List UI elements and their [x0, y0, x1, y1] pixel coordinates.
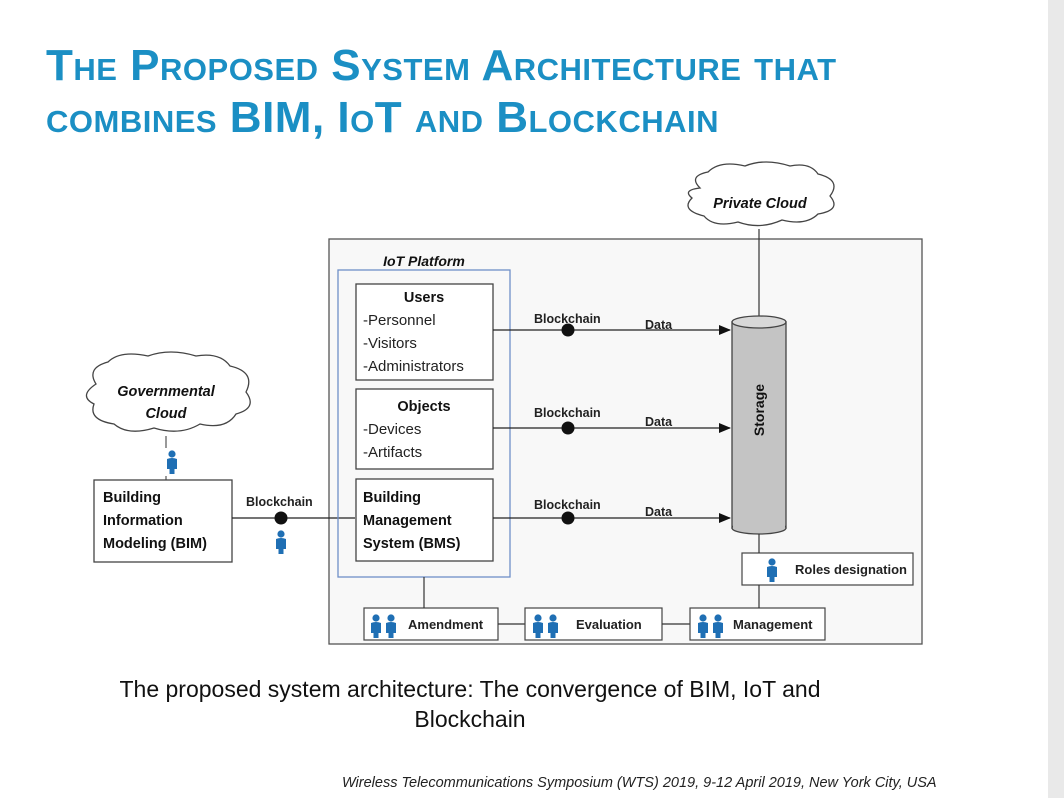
management-label: Management	[733, 617, 813, 632]
objects-item-devices: -Devices	[363, 421, 421, 438]
bms-blockchain-node	[561, 511, 575, 525]
bms-label-2: Management	[363, 513, 452, 529]
bim-blockchain-label: Blockchain	[246, 495, 313, 509]
bim-label-3: Modeling (BIM)	[103, 536, 207, 552]
objects-title: Objects	[397, 399, 450, 415]
users-blockchain-node	[561, 323, 575, 337]
users-blockchain-label: Blockchain	[534, 312, 601, 326]
private-cloud-label: Private Cloud	[713, 196, 808, 212]
users-data-label: Data	[645, 318, 673, 332]
users-box	[355, 283, 494, 381]
objects-blockchain-label: Blockchain	[534, 406, 601, 420]
slide-edge	[1048, 0, 1064, 798]
roles-designation-label: Roles designation	[795, 562, 907, 577]
bim-label-1: Building	[103, 490, 161, 506]
users-title: Users	[404, 290, 444, 306]
objects-blockchain-node	[561, 421, 575, 435]
bms-label-1: Building	[363, 490, 421, 506]
iot-platform-label: IoT Platform	[383, 253, 465, 269]
slide-title: The Proposed System Architecture that co…	[46, 40, 1046, 144]
bms-box	[355, 478, 494, 562]
management-box	[689, 607, 826, 641]
objects-item-artifacts: -Artifacts	[363, 444, 422, 461]
caption-line-1: The proposed system architecture: The co…	[119, 676, 821, 702]
governmental-cloud-label-2: Cloud	[145, 406, 187, 422]
users-item-visitors: -Visitors	[363, 335, 417, 352]
caption-line-2: Blockchain	[414, 706, 526, 732]
footer-conference: Wireless Telecommunications Symposium (W…	[342, 775, 937, 791]
storage-label: Storage	[751, 384, 767, 436]
storage-cylinder: Storage	[731, 315, 787, 535]
users-item-personnel: -Personnel	[363, 312, 436, 329]
slide-title-line-1: The Proposed System Architecture that	[46, 41, 837, 90]
bim-blockchain-node	[274, 511, 288, 525]
evaluation-label: Evaluation	[576, 617, 642, 632]
objects-data-label: Data	[645, 415, 673, 429]
objects-box	[355, 388, 494, 470]
governmental-cloud: Governmental Cloud	[85, 351, 251, 432]
bim-label-2: Information	[103, 513, 183, 529]
bim-box	[93, 479, 233, 563]
figure-caption: The proposed system architecture: The co…	[40, 674, 900, 734]
amendment-label: Amendment	[408, 617, 484, 632]
person-icon	[276, 530, 286, 554]
governmental-cloud-label-1: Governmental	[117, 384, 215, 400]
slide-title-line-2: combines BIM, IoT and Blockchain	[46, 93, 719, 142]
person-icon	[167, 450, 177, 474]
users-item-administrators: -Administrators	[363, 358, 464, 375]
bms-label-3: System (BMS)	[363, 536, 461, 552]
bms-data-label: Data	[645, 505, 673, 519]
private-cloud: Private Cloud	[687, 161, 835, 227]
bms-blockchain-label: Blockchain	[534, 498, 601, 512]
